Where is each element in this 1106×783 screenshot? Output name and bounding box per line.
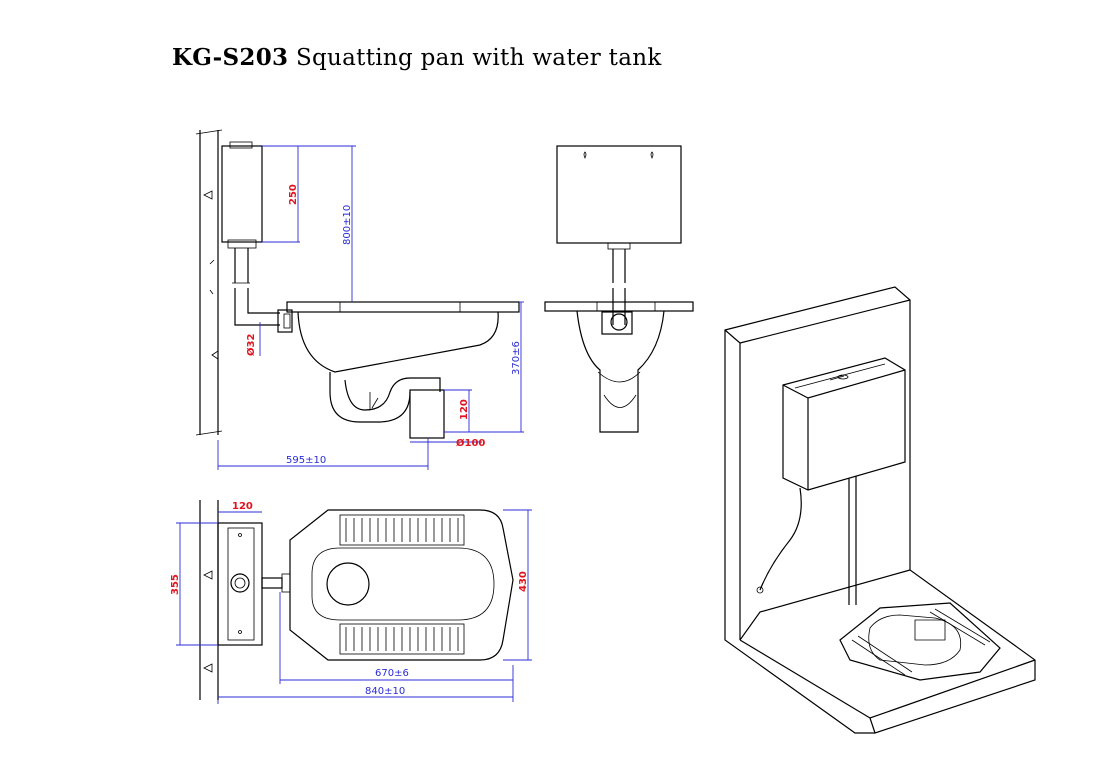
dim-tank-depth-top: 120 (232, 501, 253, 512)
dim-pipe-diameter: Ø32 (245, 334, 257, 356)
dim-overall-length: 840±10 (365, 686, 405, 697)
dim-pan-width: 430 (518, 571, 529, 592)
dim-outlet-diameter: Ø100 (456, 437, 485, 449)
dim-tank-width: 355 (170, 574, 181, 595)
top-view: 120 355 430 670±6 840±10 (170, 500, 532, 704)
isometric-view (724, 286, 1036, 734)
dim-outlet-height: 120 (459, 399, 470, 420)
dim-pan-length: 670±6 (375, 668, 409, 679)
dim-tank-top-height: 800±10 (342, 205, 353, 245)
front-view (544, 145, 694, 433)
drawing-title: KG-S203 Squatting pan with water tank (172, 44, 662, 71)
model-number: KG-S203 (172, 44, 289, 71)
dim-pan-height: 370±6 (511, 341, 522, 375)
product-name: Squatting pan with water tank (295, 45, 662, 71)
dim-tank-height: 250 (288, 184, 299, 205)
side-view: 250 800±10 370±6 120 Ø32 Ø100 595±10 (195, 129, 524, 470)
dim-side-depth: 595±10 (286, 455, 326, 466)
